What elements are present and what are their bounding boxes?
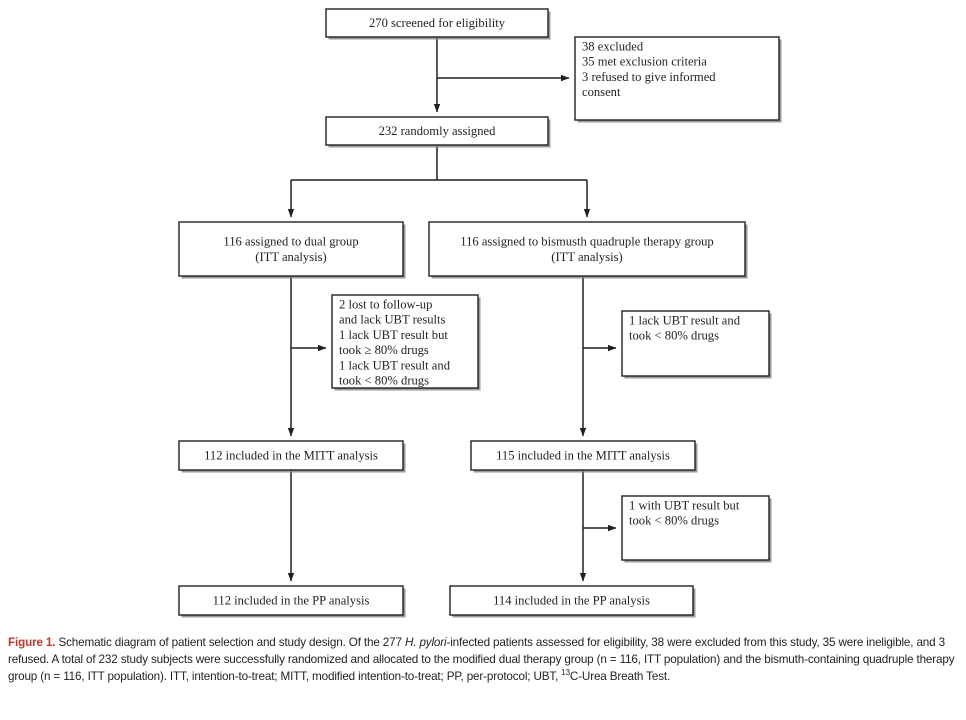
- node-text-line: took ≥ 80% drugs: [339, 343, 429, 357]
- node-text-line: 1 lack UBT result and: [339, 358, 451, 372]
- node-text-line: 115 included in the MITT analysis: [496, 449, 670, 463]
- node-text-line: (ITT analysis): [255, 250, 326, 264]
- node-box: [178, 440, 404, 471]
- node-box: [621, 495, 770, 561]
- node-box: [325, 8, 549, 38]
- node-text-line: 112 included in the MITT analysis: [204, 449, 378, 463]
- node-dual_mitt: 112 included in the MITT analysis: [178, 440, 406, 473]
- node-box: [178, 585, 404, 616]
- caption-italic-species: H. pylori: [404, 636, 447, 649]
- connector-randomized-split: [291, 145, 587, 181]
- node-text-line: 116 assigned to dual group: [223, 235, 358, 249]
- node-text-line: (ITT analysis): [551, 250, 622, 264]
- node-box: [178, 221, 404, 277]
- node-box: [428, 221, 746, 277]
- flowchart-svg: 270 screened for eligibility 38 excluded …: [178, 8, 782, 618]
- node-screened: 270 screened for eligibility: [325, 8, 551, 40]
- node-text-line: 38 excluded: [582, 40, 644, 54]
- node-box: [325, 116, 549, 146]
- flowchart-canvas: 270 screened for eligibility 38 excluded …: [178, 8, 782, 618]
- node-box: [621, 310, 770, 377]
- figure-label: Figure 1.: [8, 636, 56, 649]
- node-text-line: 1 with UBT result but: [629, 499, 740, 513]
- node-box: [331, 294, 479, 389]
- node-text-line: 112 included in the PP analysis: [213, 594, 370, 608]
- node-text-line: 1 lack UBT result and: [629, 314, 741, 328]
- node-text-line: took < 80% drugs: [629, 329, 719, 343]
- caption-superscript-13: 13: [561, 668, 570, 678]
- caption-segment-3: C-Urea Breath Test.: [569, 670, 671, 684]
- node-text-line: 3 refused to give informed: [582, 70, 716, 84]
- node-randomized: 232 randomly assigned: [325, 116, 551, 148]
- node-dual_pp: 112 included in the PP analysis: [178, 585, 406, 618]
- node-text-line: 2 lost to follow-up: [339, 298, 432, 312]
- node-excluded: 38 excluded 35 met exclusion criteria 3 …: [574, 36, 782, 123]
- node-quad_itt: 116 assigned to bismusth quadruple thera…: [428, 221, 748, 279]
- node-text-line: consent: [582, 85, 621, 99]
- node-text-line: took < 80% drugs: [339, 374, 429, 388]
- node-text-line: 270 screened for eligibility: [369, 16, 506, 30]
- node-box: [470, 440, 696, 471]
- figure-caption: Figure 1. Schematic diagram of patient s…: [8, 634, 960, 686]
- node-quad_mitt: 115 included in the MITT analysis: [470, 440, 698, 473]
- node-text-line: took < 80% drugs: [629, 514, 719, 528]
- node-box: [574, 36, 780, 121]
- node-group: 270 screened for eligibility 38 excluded …: [178, 8, 782, 618]
- node-box: [449, 585, 694, 616]
- caption-segment-1: Schematic diagram of patient selection a…: [58, 636, 405, 649]
- node-dual_itt: 116 assigned to dual group(ITT analysis): [178, 221, 406, 279]
- caption-segment-2: -infected patients assessed for eligibil…: [8, 636, 955, 684]
- node-quad_pp: 114 included in the PP analysis: [449, 585, 696, 618]
- connector-group: [287, 37, 617, 582]
- node-text-line: 114 included in the PP analysis: [493, 594, 650, 608]
- node-text-line: 1 lack UBT result but: [339, 328, 448, 342]
- node-text-line: and lack UBT results: [339, 313, 446, 327]
- node-text-line: 232 randomly assigned: [379, 124, 497, 138]
- node-text-line: 35 met exclusion criteria: [582, 55, 707, 69]
- node-text-line: 116 assigned to bismusth quadruple thera…: [460, 235, 713, 249]
